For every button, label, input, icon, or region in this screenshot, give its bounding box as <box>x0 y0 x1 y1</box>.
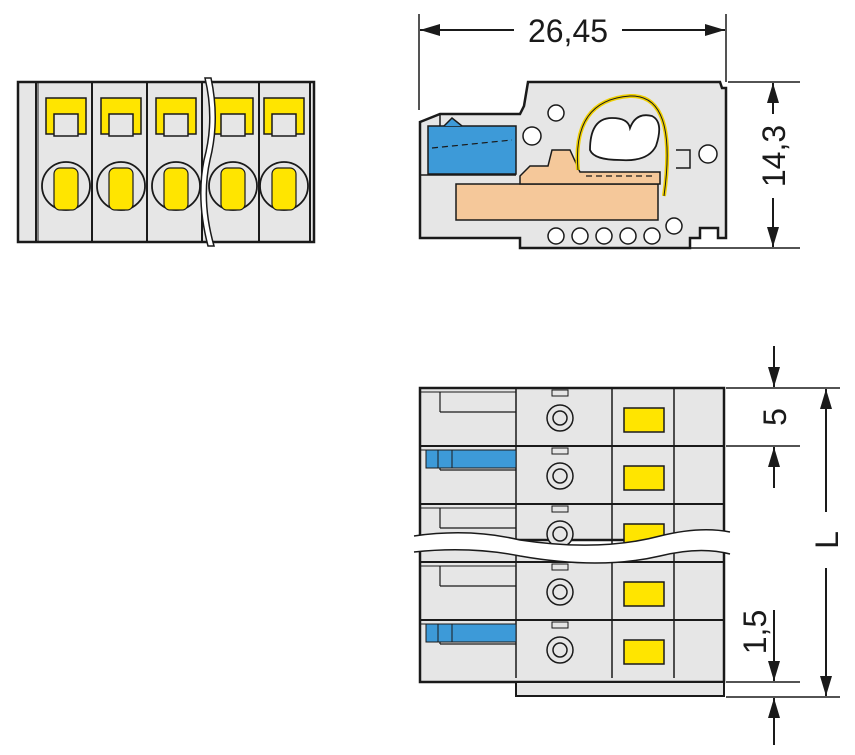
release-button <box>425 623 517 643</box>
pitch-dimension-label: 5 <box>757 408 793 426</box>
front-pole <box>208 82 260 242</box>
length-dimension-label: L <box>809 531 845 549</box>
width-dimension-label: 26,45 <box>528 13 608 49</box>
front-pole <box>151 82 203 242</box>
test-hole <box>547 227 565 245</box>
top-pole <box>420 387 724 446</box>
side-view <box>418 80 728 250</box>
length-dimension: L <box>800 387 845 698</box>
top-pole <box>420 445 724 504</box>
release-button <box>427 125 517 175</box>
pitch-dimension: 5 <box>726 346 800 488</box>
test-hole <box>619 227 637 245</box>
front-view-break <box>200 77 216 247</box>
contact-body <box>455 183 659 221</box>
release-button <box>425 449 517 469</box>
height-dimension: 14,3 <box>690 81 800 249</box>
top-view <box>413 386 731 697</box>
top-pole <box>420 619 724 678</box>
release-slot <box>623 465 665 491</box>
top-view-break <box>414 529 730 563</box>
front-pole <box>41 82 93 242</box>
offset-dimension: 1,5 <box>726 610 800 745</box>
test-hole <box>595 227 613 245</box>
front-pole <box>259 82 311 242</box>
width-dimension: 26,45 <box>418 13 727 110</box>
top-view-poles <box>420 387 724 678</box>
test-hole <box>571 227 589 245</box>
release-slot <box>623 581 665 607</box>
front-view-poles <box>41 82 311 242</box>
release-slot <box>623 407 665 433</box>
test-hole <box>643 227 661 245</box>
front-pole <box>96 82 148 242</box>
height-dimension-label: 14,3 <box>756 125 792 187</box>
release-slot <box>623 639 665 665</box>
front-view <box>16 77 316 247</box>
side-view-test-holes <box>547 227 661 245</box>
offset-dimension-label: 1,5 <box>737 610 773 654</box>
